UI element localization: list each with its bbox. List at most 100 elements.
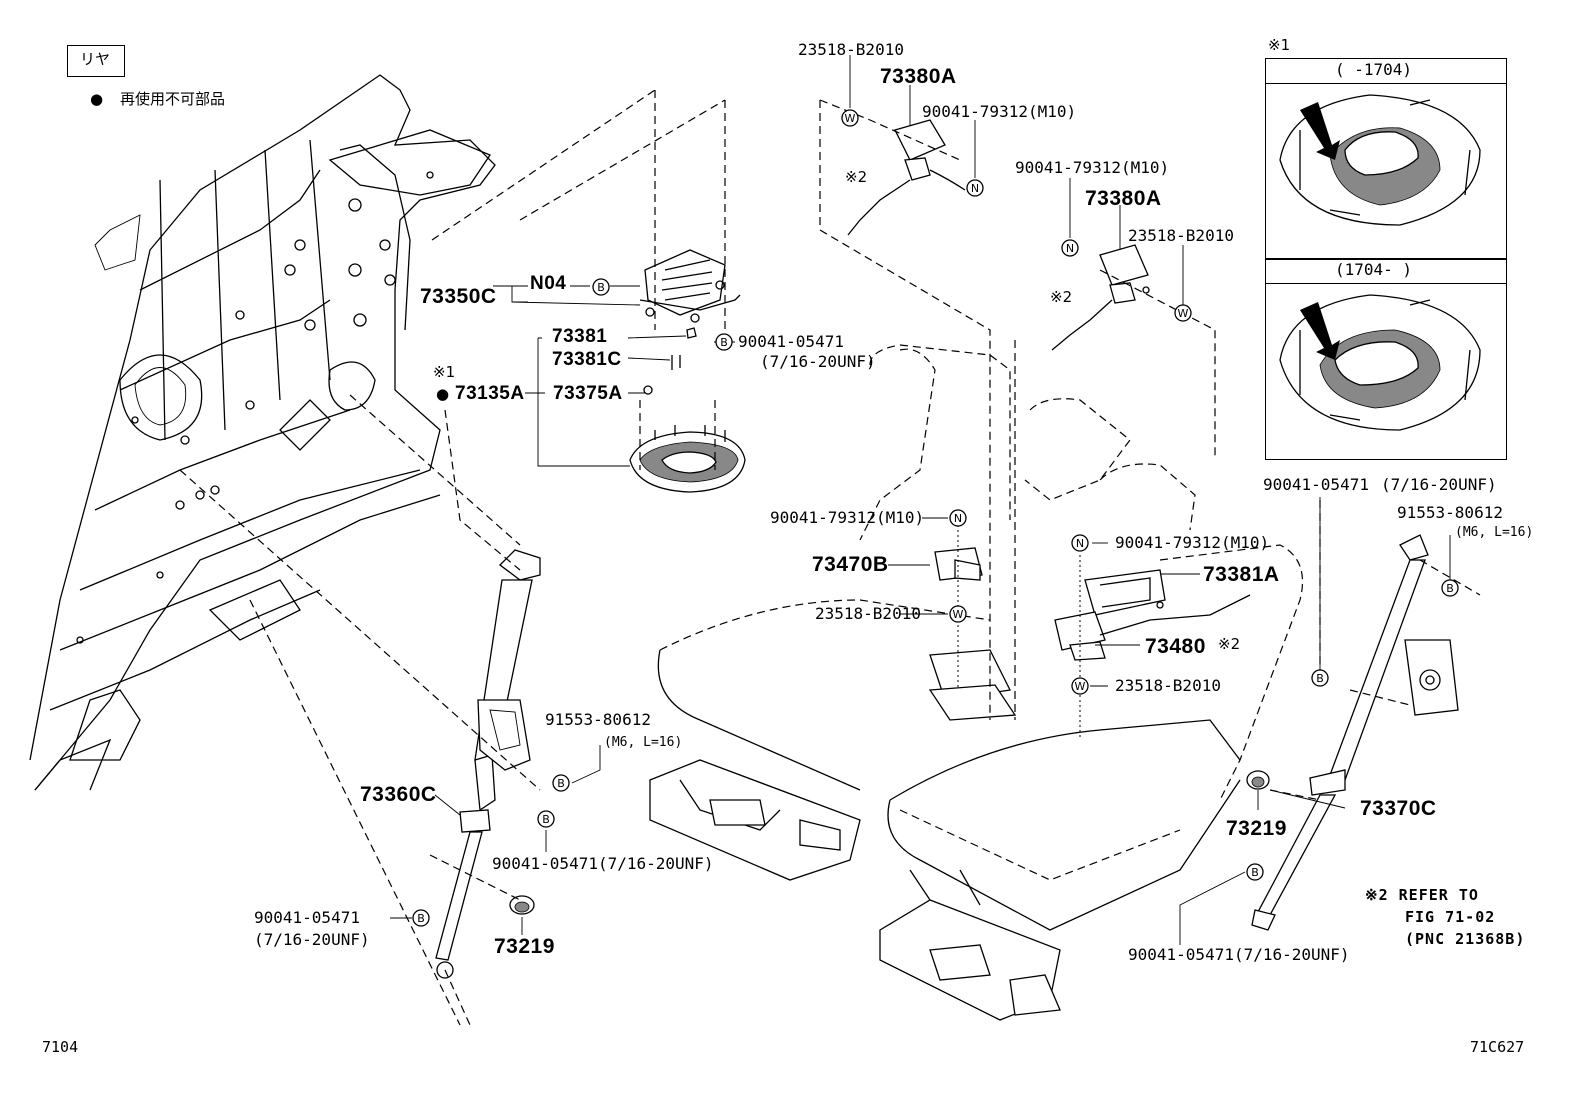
- footer-figure-number: 7104: [42, 1038, 79, 1056]
- label-n04: N04: [530, 273, 567, 294]
- svg-text:B: B: [542, 813, 550, 826]
- callout-b: B: [412, 909, 430, 927]
- label-90041-79312: 90041-79312(M10): [770, 508, 925, 527]
- inset-panel-bottom-header: [1265, 258, 1507, 284]
- legend-bullet: ●: [90, 90, 104, 108]
- thread-spec: (7/16-20UNF): [1381, 475, 1497, 494]
- svg-text:N: N: [954, 512, 962, 525]
- ref-mark-2: ※2: [1050, 288, 1073, 306]
- label-73135a: 73135A: [455, 383, 525, 404]
- grommet-73219-right: [1246, 770, 1270, 790]
- label-23518-b2010: 23518-B2010: [798, 40, 904, 59]
- label-73219: 73219: [494, 935, 555, 958]
- bolt-spec: (M6, L=16): [1455, 525, 1534, 540]
- svg-text:W: W: [845, 112, 856, 125]
- callout-n: N: [1061, 239, 1079, 257]
- assembly-guide-lines: [179, 89, 1481, 1026]
- buckle-73380a-right: [1051, 244, 1150, 351]
- body-bolt-holes: [76, 171, 434, 644]
- thread-spec: (7/16-20UNF): [254, 930, 370, 949]
- label-23518-b2010: 23518-B2010: [1115, 676, 1221, 695]
- refer-note-line-1: ※2 REFER TO: [1365, 886, 1479, 904]
- inset-panel-top-label: ( -1704): [1335, 60, 1413, 79]
- refer-note-line-3: (PNC 21368B): [1405, 930, 1526, 948]
- label-73370c: 73370C: [1360, 797, 1437, 820]
- callout-b: B: [715, 333, 733, 351]
- svg-text:W: W: [1075, 680, 1086, 693]
- label-73381c: 73381C: [552, 349, 622, 370]
- ref-mark-1: ※1: [433, 363, 456, 381]
- svg-text:B: B: [1251, 866, 1259, 879]
- seat-floor-bracket: [928, 649, 1017, 721]
- inset-panel-bottom-label: (1704- ): [1335, 260, 1413, 279]
- quarter-panel-body: [29, 74, 496, 791]
- svg-text:W: W: [953, 608, 964, 621]
- footer-illustration-code: 71C627: [1470, 1038, 1525, 1056]
- label-73381: 73381: [552, 326, 608, 347]
- label-90041-05471: 90041-05471: [254, 908, 360, 927]
- label-90041-05471: 90041-05471: [738, 332, 844, 351]
- label-73350c: 73350C: [420, 285, 497, 308]
- callout-w: W: [1071, 677, 1089, 695]
- label-73380a: 73380A: [880, 65, 957, 88]
- region-label: リヤ: [80, 50, 111, 68]
- label-23518-b2010: 23518-B2010: [815, 604, 921, 623]
- inset-panel-bottom: [1265, 258, 1507, 460]
- seat-right-cushion: [879, 398, 1304, 1021]
- legend-non-reusable-text: 再使用不可部品: [120, 90, 226, 108]
- label-73381a: 73381A: [1203, 563, 1280, 586]
- svg-text:B: B: [1446, 582, 1454, 595]
- label-90041-79312: 90041-79312(M10): [1015, 158, 1170, 177]
- callout-b: B: [1311, 669, 1329, 687]
- svg-text:B: B: [1316, 672, 1324, 685]
- refer-note-line-2: FIG 71-02: [1405, 908, 1496, 926]
- bracket-73381a: [1084, 569, 1166, 616]
- svg-text:N: N: [1076, 537, 1084, 550]
- callout-w: W: [949, 605, 967, 623]
- label-90041-05471: 90041-05471: [1263, 475, 1369, 494]
- label-73360c: 73360C: [360, 783, 437, 806]
- callout-b: B: [592, 278, 610, 296]
- callout-n: N: [966, 179, 984, 197]
- label-73219: 73219: [1226, 817, 1287, 840]
- inset-retractor-after-1704: [1279, 294, 1481, 431]
- callout-w: W: [1174, 304, 1192, 322]
- svg-text:N: N: [1066, 242, 1074, 255]
- callout-b: B: [1441, 579, 1459, 597]
- inset-panel-top: [1265, 58, 1507, 260]
- label-91553-80612: 91553-80612: [1397, 503, 1503, 522]
- belt-73360c: [435, 549, 541, 979]
- label-90041-05471: 90041-05471(7/16-20UNF): [492, 854, 714, 873]
- svg-text:B: B: [597, 281, 605, 294]
- callout-b: B: [537, 810, 555, 828]
- retractor-assembly-73350c: [629, 249, 746, 493]
- svg-text:B: B: [557, 777, 565, 790]
- non-reusable-bullet: ●: [436, 385, 450, 403]
- callout-w: W: [841, 109, 859, 127]
- svg-text:B: B: [720, 336, 728, 349]
- bolt-spec: (M6, L=16): [604, 735, 683, 750]
- label-73480: 73480: [1145, 635, 1206, 658]
- grommet-73219-left: [509, 895, 535, 915]
- thread-spec: (7/16-20UNF): [760, 352, 876, 371]
- inset-panel-top-header: [1265, 58, 1507, 84]
- label-23518-b2010: 23518-B2010: [1128, 226, 1234, 245]
- region-label-box: [67, 45, 125, 77]
- label-73470b: 73470B: [812, 553, 889, 576]
- ref-mark-2: ※2: [1218, 635, 1241, 653]
- label-91553-80612: 91553-80612: [545, 710, 651, 729]
- inset-retractor-before-1704: [1279, 94, 1481, 226]
- callout-marks: W N N W B B N W N W B B B B B B: [412, 109, 1459, 927]
- label-73380a: 73380A: [1085, 187, 1162, 210]
- callout-b: B: [1246, 863, 1264, 881]
- svg-text:W: W: [1178, 307, 1189, 320]
- seat-left-cushion: [649, 344, 1011, 881]
- buckle-73380a-top: [847, 119, 966, 236]
- callout-b: B: [552, 774, 570, 792]
- ref-mark-2: ※2: [845, 168, 868, 186]
- label-90041-79312: 90041-79312(M10): [922, 102, 1077, 121]
- label-90041-05471: 90041-05471(7/16-20UNF): [1128, 945, 1350, 964]
- svg-text:N: N: [971, 182, 979, 195]
